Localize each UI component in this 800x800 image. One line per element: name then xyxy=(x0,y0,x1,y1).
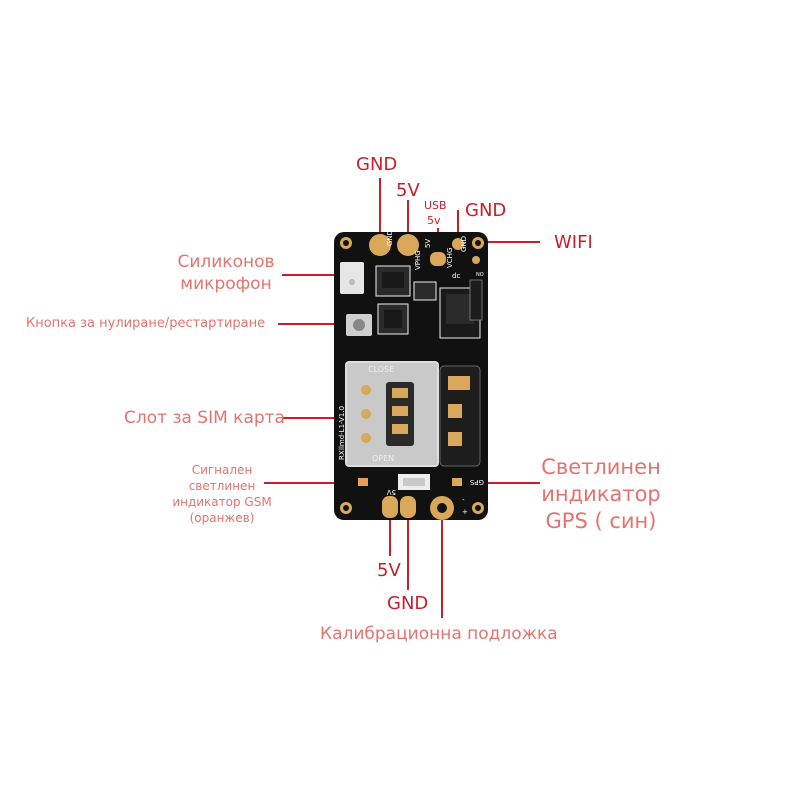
pad-top-5v xyxy=(397,234,419,256)
label-gps-led-line2: индикатор xyxy=(541,482,661,506)
label-gsm-led-line1: Сигнален xyxy=(191,463,253,477)
label-reset-button: Кнопка за нулиране/рестартиране xyxy=(26,316,266,331)
silk-5v-bottom: 5V xyxy=(387,488,396,496)
label-gps-led-line3: GPS ( син) xyxy=(545,509,657,533)
gsm-led xyxy=(358,478,368,486)
silk-gnd: GND xyxy=(386,230,394,246)
silk-gnd-small: GND xyxy=(460,236,468,252)
gps-led xyxy=(452,478,462,486)
pad-wifi xyxy=(472,256,480,264)
label-calibration-pad: Калибрационна подложка xyxy=(320,624,558,644)
microphone-component xyxy=(340,262,364,294)
label-top-usb-5v: 5v xyxy=(427,214,441,227)
silk-gps: GPS xyxy=(469,478,484,486)
ic-block-2 xyxy=(413,281,437,301)
silk-5v: 5V xyxy=(424,239,432,248)
label-top-usb: USB xyxy=(424,199,447,212)
label-gps-led-line1: Светлинен xyxy=(541,455,661,479)
label-silicone-mic-line2: микрофон xyxy=(180,274,272,294)
sim-close-label: CLOSE xyxy=(368,365,394,374)
label-gsm-led-line3: индикатор GSM xyxy=(172,495,272,509)
pad-bottom-5v xyxy=(382,496,398,518)
antenna-header xyxy=(469,279,483,321)
label-silicone-mic: Силиконов микрофон xyxy=(168,251,284,295)
label-gsm-led-line2: светлинен xyxy=(188,479,256,493)
label-gsm-led: Сигнален светлинен индикатор GSM (оранже… xyxy=(160,462,284,526)
label-top-5v: 5V xyxy=(396,180,420,201)
label-bottom-5v: 5V xyxy=(377,560,401,581)
silk-minus: - xyxy=(462,496,465,504)
silk-rx: RX xyxy=(338,450,346,460)
silk-dc: dc xyxy=(452,272,460,280)
label-bottom-gnd: GND xyxy=(387,593,429,614)
pad-top-gnd xyxy=(369,234,391,256)
silk-vphg: VPHG xyxy=(414,250,422,270)
sim-open-label: OPEN xyxy=(372,454,394,463)
silk-vchg: VCHG xyxy=(446,248,454,268)
label-gps-led: Светлинен индикатор GPS ( син) xyxy=(536,454,666,535)
pad-bottom-gnd xyxy=(400,496,416,518)
label-sim-slot: Слот за SIM карта xyxy=(124,408,285,428)
pad-top-gnd2 xyxy=(452,238,464,250)
label-top-gnd: GND xyxy=(356,154,398,175)
label-gsm-led-line4: (оранжев) xyxy=(189,511,255,525)
label-wifi: WIFI xyxy=(554,232,593,253)
silk-version: llmd-L1-V1.0 xyxy=(338,406,346,450)
label-silicone-mic-line1: Силиконов xyxy=(177,252,275,272)
silk-no: NO xyxy=(476,272,484,278)
label-top-gnd2: GND xyxy=(465,200,507,221)
silk-plus: + xyxy=(462,508,468,516)
pad-usb xyxy=(430,252,446,266)
ic-block-1 xyxy=(375,265,411,297)
